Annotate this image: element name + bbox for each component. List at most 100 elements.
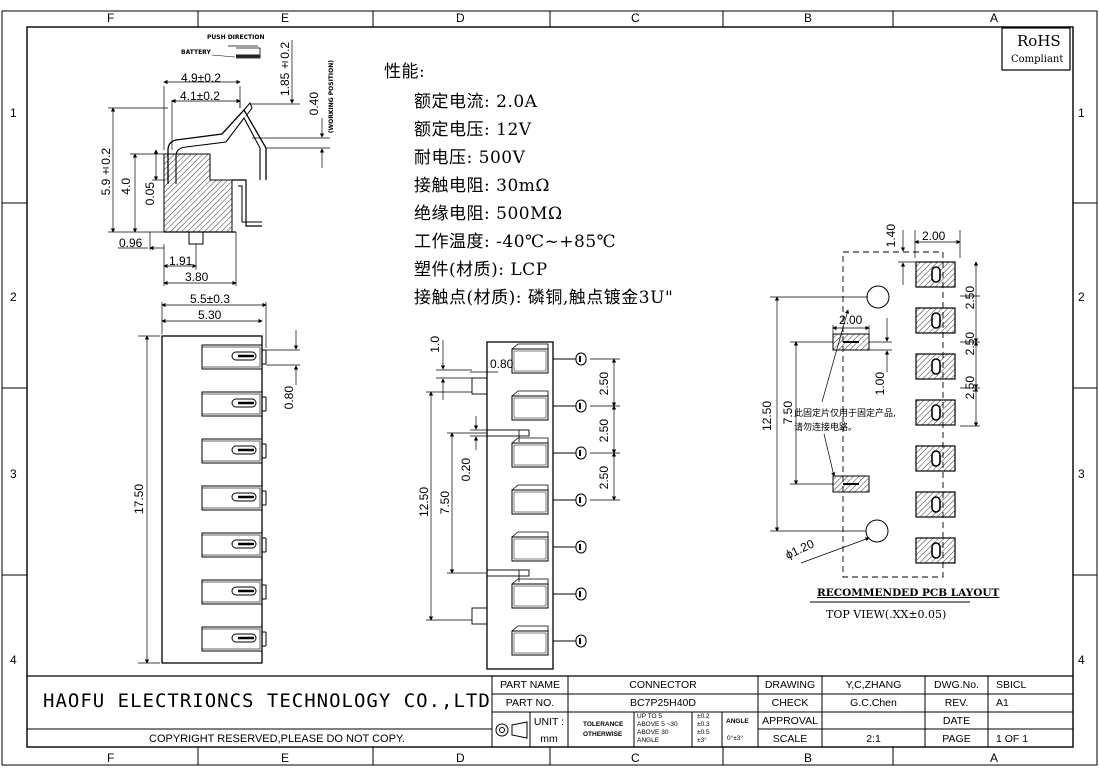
zone-row-2-left: 2 [10, 290, 17, 304]
fixing-tab-note-2: 请勿连接电路。 [794, 423, 858, 433]
dim-7-50-pcb: 7.50 [781, 401, 795, 425]
angle-label: ANGLE [726, 718, 749, 725]
zone-col-e-top: E [281, 11, 290, 25]
pcb-pad [915, 399, 956, 426]
top-view-contacts [201, 344, 267, 652]
battery-label: BATTERY [181, 49, 211, 56]
push-direction-label: PUSH DIRECTION [207, 34, 265, 41]
spec-contact-material: 接触点(材质): 磷铜,触点镀金3U" [414, 288, 674, 308]
zone-row-1-left: 1 [10, 106, 17, 120]
copyright-notice: COPYRIGHT RESERVED,PLEASE DO NOT COPY. [149, 733, 405, 745]
check-label: CHECK [771, 697, 809, 709]
top-view-drawing [138, 302, 300, 664]
spec-plastic-material: 塑件(材质): LCP [414, 260, 548, 280]
unit-value: mm [540, 733, 558, 745]
zone-col-f-bottom: F [107, 751, 115, 765]
rev-value: A1 [996, 697, 1009, 709]
zone-col-b-bottom: B [804, 751, 813, 765]
top-view-contact [201, 532, 267, 558]
dim-1-00: 1.00 [873, 372, 887, 396]
dim-0-80-front: 0.80 [490, 357, 514, 371]
top-view-contact [201, 626, 267, 652]
spec-rated-current: 额定电流: 2.0A [414, 92, 538, 112]
company-name: HAOFU ELECTRIONCS TECHNOLOGY CO.,LTD [43, 690, 491, 712]
side-view-drawing [108, 40, 330, 286]
pcb-pad [915, 537, 956, 564]
title-block-grid [27, 675, 1073, 747]
front-view-contacts [511, 343, 587, 656]
spec-insulation-resistance: 绝缘电阻: 500MΩ [414, 204, 563, 224]
drawing-value: Y,C,ZHANG [845, 679, 902, 691]
top-view-contact [201, 344, 267, 370]
dim-5-30: 5.30 [198, 308, 222, 322]
rev-label: REV. [944, 697, 969, 709]
pcb-pad [915, 445, 956, 472]
unit-label: UNIT : [533, 716, 565, 728]
dim-0-40-side: 0.40 [307, 92, 321, 116]
spec-withstand-voltage: 耐电压: 500V [414, 148, 526, 168]
rohs-box [1001, 27, 1071, 71]
dim-5-9: 5.9±0.2 [99, 148, 113, 196]
part-name-label: PART NAME [499, 679, 561, 691]
zone-col-d-bottom: D [456, 751, 465, 765]
dim-0-05: 0.05 [143, 182, 157, 206]
rohs-subtitle: Compliant [1011, 54, 1064, 65]
tol-value-1: ±0.2 [697, 713, 710, 720]
zone-col-b-top: B [804, 11, 813, 25]
working-position-label: (WORKING POSITION) [328, 60, 335, 134]
zone-row-4-right: 4 [1078, 653, 1085, 667]
dim-0-20: 0.20 [459, 458, 473, 482]
dim-4-9: 4.9±0.2 [181, 71, 221, 85]
front-view-contact [511, 625, 587, 656]
zone-col-f-top: F [107, 11, 115, 25]
pcb-pad [915, 353, 956, 380]
zone-col-a-bottom: A [990, 751, 999, 765]
zone-row-2-right: 2 [1078, 290, 1085, 304]
pcb-layout-title: RECOMMENDED PCB LAYOUT [817, 587, 1000, 599]
approval-label: APPROVAL [762, 715, 818, 727]
front-view-contact [511, 390, 587, 421]
top-view-contact [201, 438, 267, 464]
scale-value: 2:1 [866, 733, 881, 745]
pcb-pad [915, 307, 956, 334]
zone-row-3-left: 3 [10, 467, 17, 481]
zone-col-d-top: D [456, 11, 465, 25]
zone-row-4-left: 4 [10, 653, 17, 667]
top-view-contact [201, 579, 267, 605]
pcb-view-note: TOP VIEW(.XX±0.05) [826, 608, 947, 621]
tol-range-4: ANGLE [637, 737, 660, 744]
top-view-contact [201, 391, 267, 417]
zone-col-c-top: C [631, 11, 640, 25]
pcb-layout-drawing [770, 230, 980, 603]
spec-contact-resistance: 接触电阻: 30mΩ [414, 176, 550, 196]
part-no-label: PART NO. [505, 697, 555, 709]
dim-1-0: 1.0 [428, 336, 442, 353]
dim-2-00-fix: 2.00 [839, 313, 863, 327]
dim-pitch-2-50-c: 2.50 [597, 466, 611, 490]
dim-2-00-pad: 2.00 [922, 229, 946, 243]
dwg-no-label: DWG.No. [934, 679, 979, 691]
check-value: G.C.Chen [850, 697, 897, 709]
dim-0-96: 0.96 [119, 236, 143, 250]
dim-17-50: 17.50 [132, 484, 146, 515]
dim-4-0: 4.0 [119, 178, 133, 195]
part-name-value: CONNECTOR [629, 679, 697, 691]
pcb-pad [915, 491, 956, 518]
front-view-drawing [426, 340, 620, 670]
angle-value: 0°±3° [727, 735, 743, 742]
pcb-pad [915, 261, 956, 288]
zone-col-c-bottom: C [631, 751, 640, 765]
front-view-contact [511, 437, 587, 468]
zone-row-3-right: 3 [1078, 467, 1085, 481]
tol-value-2: ±0.3 [697, 721, 710, 728]
front-view-contact [511, 484, 587, 515]
dim-0-80-top: 0.80 [282, 386, 296, 410]
scale-label: SCALE [772, 733, 808, 745]
dim-pcb-2-50-a: 2.50 [963, 286, 977, 310]
page-label: PAGE [942, 733, 971, 745]
front-view-contact [511, 578, 587, 609]
tol-range-2: ABOVE 5 ~30 [637, 721, 678, 728]
specs-heading: 性能: [384, 62, 426, 82]
